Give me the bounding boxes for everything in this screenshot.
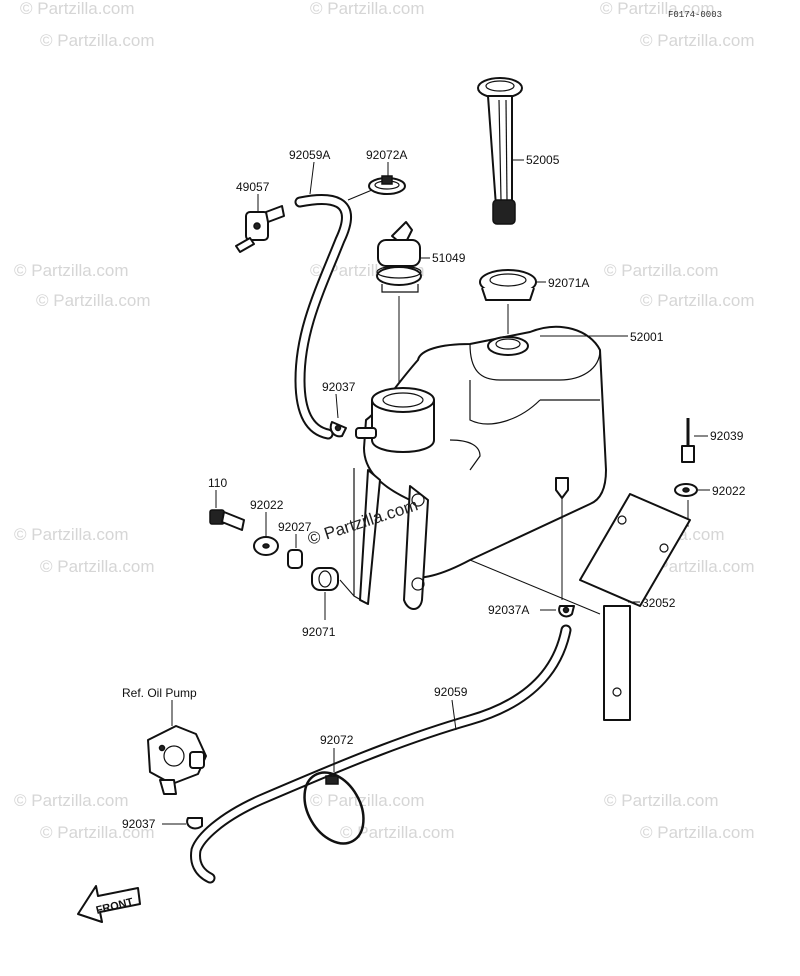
clamp-92037 [329,421,347,438]
part-label-92071: 92071 [302,625,336,639]
bracket-32052 [579,493,691,721]
part-label-92039: 92039 [710,429,744,443]
watermark: © Partzilla.com [640,557,755,576]
washer-92022-left [253,536,279,556]
part-label-110: 110 [208,476,227,490]
part-label-92022-left: 92022 [250,498,284,512]
watermark: © Partzilla.com [40,823,155,842]
watermark: © Partzilla.com [14,525,129,544]
watermarks: © Partzilla.com © Partzilla.com © Partzi… [14,0,755,842]
front-arrow-icon: FRONT [77,885,141,923]
watermark: © Partzilla.com [604,261,719,280]
part-label-52001: 52001 [630,330,664,344]
watermark: © Partzilla.com [310,791,425,810]
watermark: © Partzilla.com [604,791,719,810]
oil-tank-52001 [353,325,607,610]
part-label-92059A: 92059A [289,148,330,162]
part-label-92059: 92059 [434,685,468,699]
grommet-92071 [311,567,339,591]
watermark: © Partzilla.com [340,823,455,842]
watermark: © Partzilla.com [14,261,129,280]
watermark: © Partzilla.com [36,291,151,310]
watermark: © Partzilla.com [640,31,755,50]
part-label-92037-bottom: 92037 [122,817,156,831]
watermark: © Partzilla.com [20,0,135,18]
part-label-92072A: 92072A [366,148,407,162]
part-label-92027: 92027 [278,520,312,534]
bolt-110 [209,509,245,531]
collar-92027 [287,549,303,569]
part-label-92072: 92072 [320,733,354,747]
oil-pump-reference [147,725,207,795]
part-label-92037A: 92037A [488,603,529,617]
filler-cap-51049 [376,221,422,293]
washer-92022-right [674,483,698,497]
clamp-92072 [303,771,365,845]
grommet-92071A [479,269,537,301]
reference-code: F0174-0003 [668,10,722,20]
part-label-51049: 51049 [432,251,466,265]
part-label-92071A: 92071A [548,276,589,290]
part-label-32052: 32052 [642,596,676,610]
part-label-92037: 92037 [322,380,356,394]
watermark: © Partzilla.com [600,0,715,18]
clamp-92037A [558,605,575,618]
part-label-49057: 49057 [236,180,270,194]
watermark: © Partzilla.com [310,0,425,18]
part-label-ref-oil-pump: Ref. Oil Pump [122,686,197,700]
watermark: © Partzilla.com [40,31,155,50]
watermark: © Partzilla.com [14,791,129,810]
dipstick-52005 [477,77,523,225]
watermark: © Partzilla.com [640,291,755,310]
watermark: © Partzilla.com [640,823,755,842]
part-label-52005: 52005 [526,153,560,167]
part-label-92022-right: 92022 [712,484,746,498]
clamp-92037-bottom [186,817,203,830]
clamp-92072A [368,175,406,195]
watermark: © Partzilla.com [40,557,155,576]
check-valve-49057 [235,205,285,253]
bolt-92039 [681,418,695,463]
